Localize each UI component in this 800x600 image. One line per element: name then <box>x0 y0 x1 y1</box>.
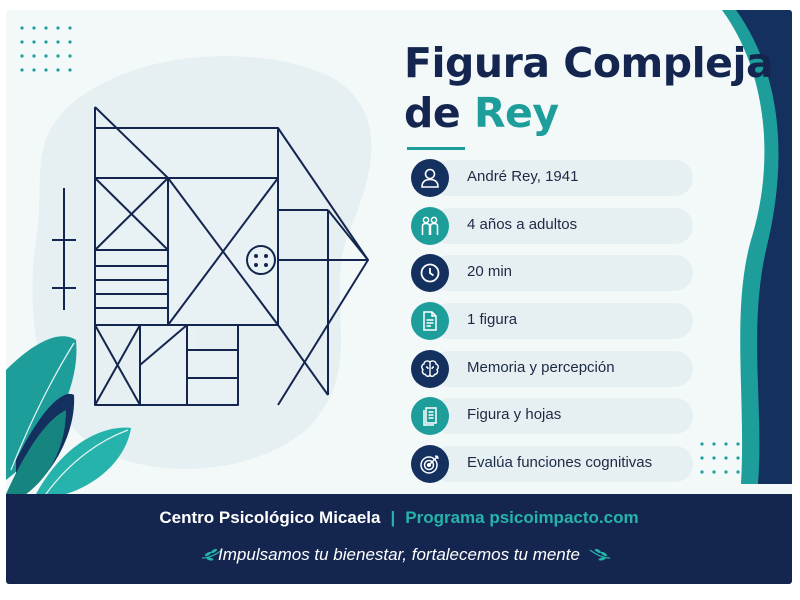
list-item-material: 1 figura <box>411 302 693 341</box>
laurel-right-icon <box>589 548 611 561</box>
title-line-2: de Rey <box>404 88 773 138</box>
item-label: 20 min <box>467 263 513 281</box>
leaf-decoration <box>6 336 131 494</box>
infographic-card: Figura Compleja de Rey André Rey, 1941 4… <box>6 10 792 584</box>
title-accent: Rey <box>473 89 559 137</box>
item-label: Evalúa funciones cognitivas <box>467 454 653 472</box>
title-line-1: Figura Compleja <box>404 39 774 87</box>
laurel-left-icon <box>201 548 223 561</box>
pages-icon <box>411 397 449 436</box>
item-label: Figura y hojas <box>467 406 562 424</box>
item-pill <box>431 207 693 244</box>
item-pill <box>431 446 693 483</box>
item-pill <box>431 398 693 435</box>
footer-tagline: Impulsamos tu bienestar, fortalecemos tu… <box>218 545 580 564</box>
center-name: Centro Psicológico Micaela <box>159 508 381 527</box>
rey-complex-figure <box>52 106 369 406</box>
list-item-duration: 20 min <box>411 254 693 293</box>
footer-credits: Centro Psicológico Micaela | Programa psic… <box>6 508 792 528</box>
dot-grid-top-left <box>20 26 72 72</box>
title-underline <box>407 147 465 150</box>
program-link[interactable]: Programa psicoimpacto.com <box>405 508 639 527</box>
title-prefix: de <box>404 89 474 137</box>
list-item-purpose: Evalúa funciones cognitivas <box>411 445 693 484</box>
item-pill <box>431 255 693 292</box>
list-item-age: 4 años a adultos <box>411 206 693 245</box>
right-decor-band <box>722 10 792 484</box>
footer-banner: Centro Psicológico Micaela | Programa psic… <box>6 494 792 584</box>
brain-icon <box>411 349 449 388</box>
item-label: Memoria y percepción <box>467 358 615 376</box>
item-label: André Rey, 1941 <box>467 168 579 185</box>
target-icon <box>411 445 449 484</box>
item-label: 1 figura <box>467 311 518 329</box>
info-list: André Rey, 1941 4 años a adultos 20 min … <box>411 159 693 493</box>
item-pill <box>431 350 693 387</box>
person-icon <box>411 159 449 197</box>
document-icon <box>411 302 449 341</box>
people-icon <box>411 206 449 245</box>
item-pill <box>431 303 693 340</box>
dot-grid-bottom-right <box>700 442 740 474</box>
list-item-author: André Rey, 1941 <box>411 159 693 197</box>
list-item-materials: Figura y hojas <box>411 397 693 436</box>
item-label: 4 años a adultos <box>467 215 578 233</box>
clock-icon <box>411 254 449 293</box>
page-title: Figura Compleja de Rey <box>404 38 774 138</box>
footer-separator: | <box>390 508 396 527</box>
list-item-skills: Memoria y percepción <box>411 349 693 388</box>
item-pill <box>431 160 693 196</box>
